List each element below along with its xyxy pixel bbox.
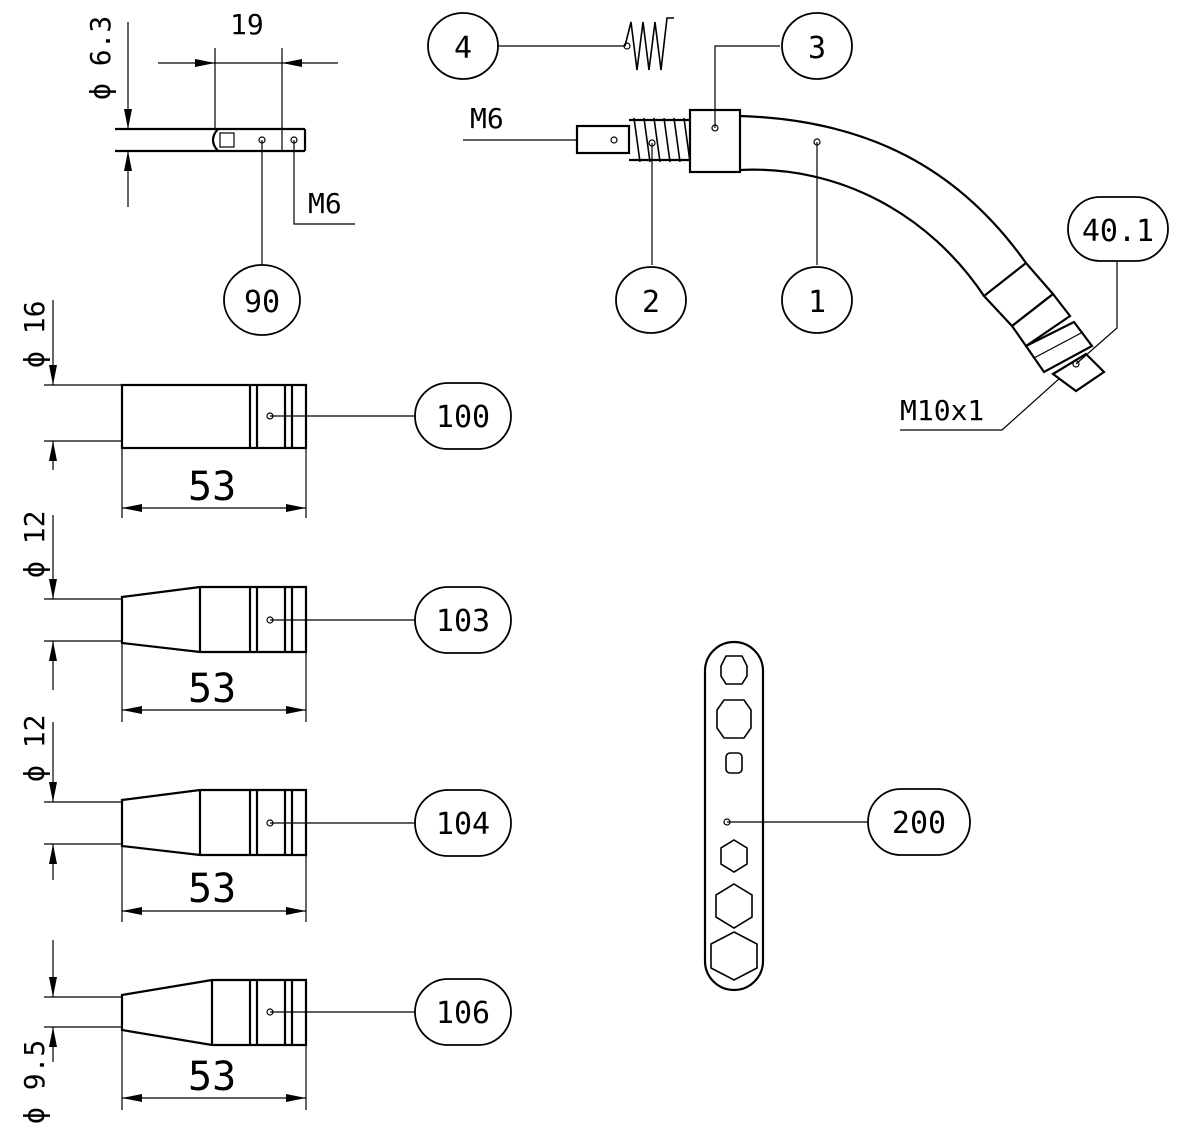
item-3-label: 3	[808, 31, 826, 66]
dim-dia-9-5-text: ϕ 9.5	[18, 1040, 51, 1124]
bubble-item-106	[414, 978, 512, 1046]
item-103-label: 103	[436, 604, 490, 639]
item-40-1-label: 40.1	[1082, 214, 1154, 249]
dim-53-b-text: 53	[188, 666, 236, 712]
bubble-item-1	[781, 266, 853, 334]
item-90-label: 90	[244, 285, 280, 320]
item-4-label: 4	[454, 31, 472, 66]
item-200-label: 200	[892, 806, 946, 841]
part-90-drawing	[115, 22, 355, 265]
dim-53-d-text: 53	[188, 1054, 236, 1100]
nozzle-104-drawing	[44, 722, 415, 922]
spring-item-4	[498, 17, 674, 71]
bubble-item-100	[414, 382, 512, 450]
bubble-item-40-1	[1067, 196, 1169, 262]
dim-53-c-text: 53	[188, 866, 236, 912]
bubble-item-2	[615, 266, 687, 334]
item-100-label: 100	[436, 400, 490, 435]
item-1-label: 1	[808, 285, 826, 320]
item-104-label: 104	[436, 807, 490, 842]
nozzle-106-drawing	[44, 940, 415, 1110]
gooseneck-assembly	[463, 45, 1118, 431]
wrench-200-drawing	[703, 640, 868, 992]
bubble-item-200	[867, 788, 971, 856]
dim-dia-6-3-text: ϕ 6.3	[84, 16, 117, 100]
item-2-label: 2	[642, 285, 660, 320]
dim-19-text: 19	[230, 8, 264, 41]
bubble-item-4	[427, 12, 499, 80]
dim-dia-12-a-text: ϕ 12	[18, 511, 51, 578]
dim-dia-12-b-text: ϕ 12	[18, 715, 51, 782]
item-106-label: 106	[436, 996, 490, 1031]
bubble-item-90	[223, 264, 301, 336]
bubble-item-103	[414, 586, 512, 654]
bubble-item-3	[781, 12, 853, 80]
m6-contact-label: M6	[308, 187, 342, 220]
nozzle-100-drawing	[44, 300, 415, 518]
dim-dia-16-text: ϕ 16	[18, 301, 51, 368]
bubble-item-104	[414, 789, 512, 857]
dim-53-a-text: 53	[188, 464, 236, 510]
m6-neck-label: M6	[470, 102, 504, 135]
m10x1-label: M10x1	[900, 394, 984, 427]
nozzle-103-drawing	[44, 515, 415, 722]
